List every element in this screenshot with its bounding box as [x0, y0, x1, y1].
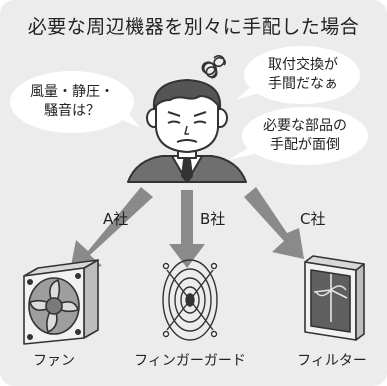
finger-guard-icon	[162, 259, 218, 341]
bubble-right-text: 必要な部品の 手配が面倒	[247, 117, 363, 155]
finger-guard-label: フィンガーガード	[134, 353, 246, 369]
worried-person-icon	[127, 79, 247, 183]
bubble-top-right-line-2: 手間だなぁ	[268, 76, 338, 92]
filter-label: フィルター	[297, 353, 367, 369]
fan-label: ファン	[33, 353, 75, 369]
arrow-c-label: C社	[300, 210, 326, 228]
arrow-b-label: B社	[200, 210, 226, 228]
bubble-right-line-1: 必要な部品の	[263, 118, 347, 134]
speech-bubble-top-right	[236, 46, 360, 104]
filter-icon	[304, 255, 365, 341]
bubble-right-line-2: 手配が面倒	[270, 137, 340, 153]
bubble-left-line-1: 風量・静圧・	[30, 84, 114, 100]
bubble-left-text: 風量・静圧・ 騒音は？	[14, 83, 130, 121]
speech-bubble-left	[10, 71, 140, 133]
bubble-top-right-text: 取付交換が 手間だなぁ	[248, 56, 358, 94]
bubble-top-right-line-1: 取付交換が	[268, 57, 338, 73]
speech-bubble-right	[228, 107, 368, 165]
fan-icon	[23, 259, 99, 345]
worry-swirl-icon	[201, 55, 226, 79]
arrow-a-label: A社	[103, 210, 129, 228]
arrow-b	[169, 190, 205, 268]
bubble-left-line-2: 騒音は？	[44, 103, 100, 119]
arrow-a	[70, 187, 153, 271]
diagram-title: 必要な周辺機器を別々に手配した場合	[27, 16, 360, 38]
arrow-c	[244, 187, 304, 259]
